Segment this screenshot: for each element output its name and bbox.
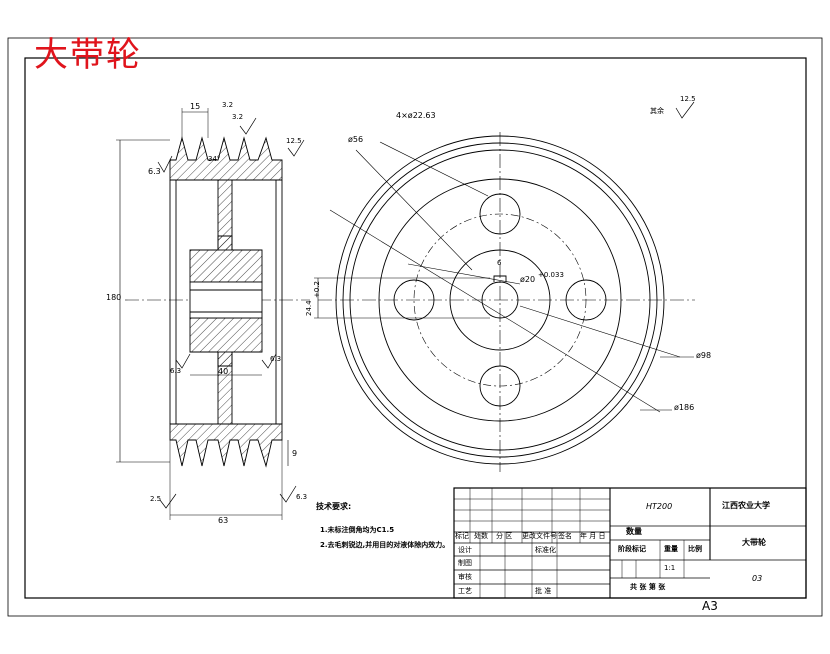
col-count: 处数 bbox=[474, 532, 488, 540]
col-change-doc: 更改文件号 bbox=[522, 532, 557, 540]
scale-value: 1:1 bbox=[664, 564, 676, 572]
ra-bottom-right: 6.3 bbox=[296, 493, 308, 501]
ra-top-left: 3.2 bbox=[222, 101, 234, 109]
school-name: 江西农业大学 bbox=[722, 501, 770, 510]
tech-req-item-2: 2.去毛刺锐边,并用目的对液体除内效力。 bbox=[320, 541, 450, 549]
ra-top-right: 12.5 bbox=[286, 137, 302, 145]
drawing-no: 03 bbox=[752, 574, 763, 583]
dim-bore-tol: +0.033 bbox=[538, 271, 564, 279]
dim-rim-width: 63 bbox=[218, 516, 229, 525]
tech-req-item-1: 1.未标注倒角均为C1.5 bbox=[320, 526, 395, 534]
row-approve: 批 准 bbox=[535, 587, 552, 595]
roughness-note-label: 其余 bbox=[650, 107, 664, 115]
dim-bore: ø20 bbox=[520, 275, 536, 284]
dim-rim-edge: 9 bbox=[292, 449, 298, 458]
ra-left: 6.3 bbox=[148, 167, 161, 176]
dim-keyway-w: 6 bbox=[497, 259, 502, 267]
row-scale: 比例 bbox=[688, 545, 702, 553]
front-view bbox=[314, 101, 695, 472]
dim-hub-len: 40 bbox=[218, 367, 229, 376]
dim-angle: 34° bbox=[208, 155, 221, 163]
inner-frame bbox=[24, 57, 807, 599]
dim-d186: ø186 bbox=[674, 403, 695, 412]
sheet-size: A3 bbox=[702, 599, 718, 613]
ra-hub-left: 6.3 bbox=[170, 367, 182, 375]
dim-d56: ø56 bbox=[348, 135, 364, 144]
ra-hub-right: 6.3 bbox=[270, 355, 282, 363]
material: HT200 bbox=[646, 502, 673, 511]
dim-overall-dia: 180 bbox=[106, 293, 122, 302]
ra-bottom-left: 2.5 bbox=[150, 495, 162, 503]
roughness-note-value: 12.5 bbox=[680, 95, 696, 103]
dim-d98: ø98 bbox=[696, 351, 712, 360]
ra-top-mid: 3.2 bbox=[232, 113, 244, 121]
outer-frame bbox=[7, 37, 823, 617]
row-process: 工艺 bbox=[458, 587, 472, 595]
row-draw: 制图 bbox=[458, 559, 472, 567]
dim-holes: 4×ø22.63 bbox=[396, 111, 436, 120]
row-weight: 重量 bbox=[664, 545, 678, 553]
dim-key-depth-tol: +0.2 bbox=[313, 281, 321, 298]
row-stage: 阶段标记 bbox=[618, 545, 646, 553]
row-std: 标准化 bbox=[535, 546, 556, 554]
col-date: 年 月 日 bbox=[580, 532, 606, 540]
part-name: 大带轮 bbox=[742, 538, 766, 547]
row-check: 审核 bbox=[458, 573, 472, 581]
dim-groove-pitch: 15 bbox=[190, 102, 201, 111]
section-view bbox=[116, 108, 310, 520]
tech-req-heading: 技术要求: bbox=[316, 502, 352, 511]
row-qty: 数量 bbox=[626, 527, 642, 536]
title-block bbox=[453, 487, 807, 599]
sheets: 共 张 第 张 bbox=[630, 583, 666, 591]
red-title: 大带轮 bbox=[34, 35, 142, 75]
dim-key-depth: 24.4 bbox=[305, 300, 313, 316]
col-sign: 签名 bbox=[558, 532, 572, 540]
col-zone: 分 区 bbox=[496, 532, 513, 540]
row-design: 设计 bbox=[458, 546, 472, 554]
col-mark: 标记 bbox=[455, 532, 469, 540]
